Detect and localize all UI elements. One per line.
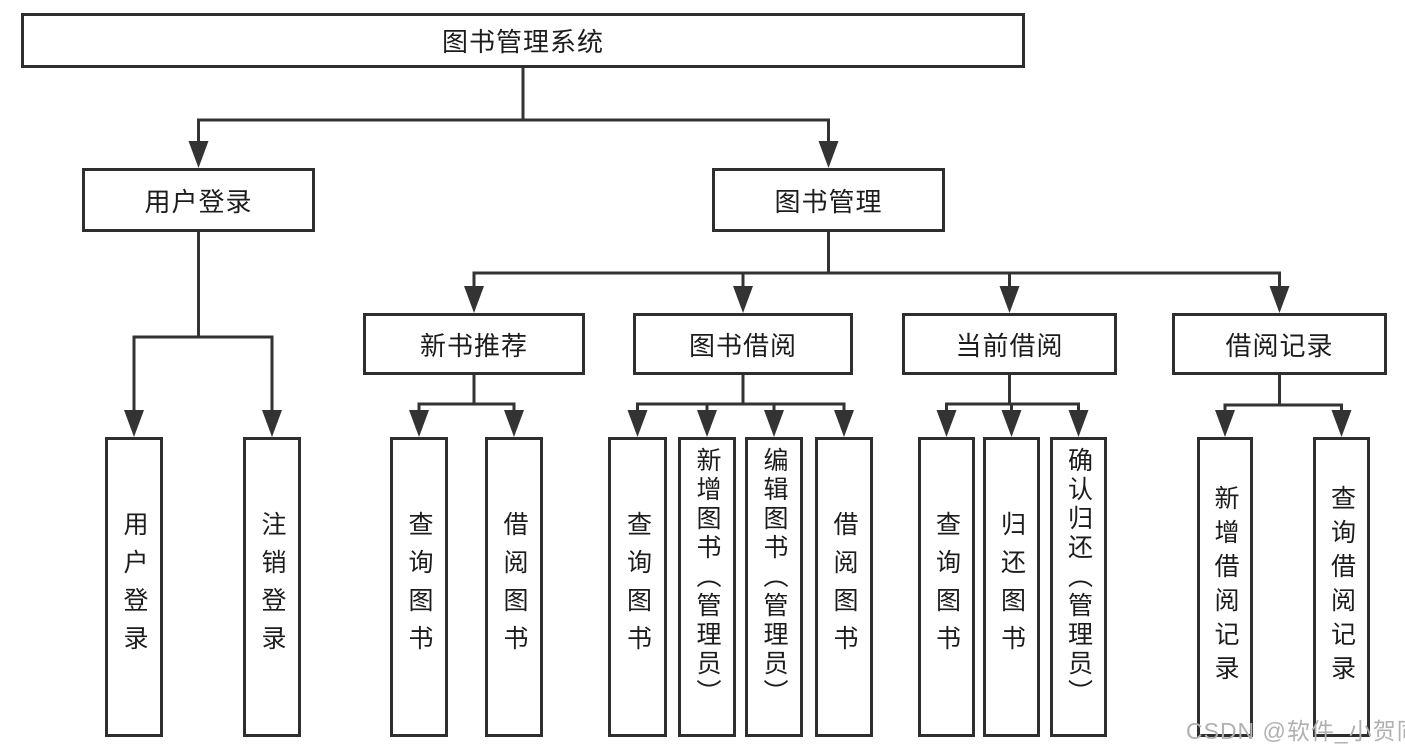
node-label: 编辑图书（管理员） — [760, 447, 788, 708]
node-logout-leaf: 注销登录 — [243, 437, 301, 737]
node-label: 新增图书（管理员） — [693, 447, 721, 708]
arrowhead-icon — [733, 286, 753, 313]
arrowhead-icon — [936, 410, 957, 437]
node-label: 图书管理系统 — [441, 27, 604, 57]
node-bb-edit: 编辑图书（管理员） — [745, 437, 803, 737]
arrowhead-icon — [1001, 410, 1022, 437]
node-label: 归还图书 — [997, 511, 1026, 663]
node-label: 借阅图书 — [830, 511, 858, 663]
node-new-book-rec: 新书推荐 — [363, 313, 585, 375]
node-label: 图书借阅 — [688, 330, 797, 361]
node-root: 图书管理系统 — [21, 13, 1025, 68]
node-bb-borrow: 借阅图书 — [815, 437, 873, 737]
node-label: 图书管理 — [774, 186, 883, 217]
arrowhead-icon — [834, 410, 854, 437]
arrowhead-icon — [504, 410, 524, 437]
arrowhead-icon — [764, 410, 784, 437]
arrowhead-icon — [627, 410, 648, 437]
node-label: 确认归还（管理员） — [1064, 447, 1093, 708]
arrowhead-icon — [124, 410, 144, 437]
node-br-query: 查询借阅记录 — [1313, 437, 1370, 737]
node-cb-confirm: 确认归还（管理员） — [1050, 437, 1107, 737]
node-label: 借阅图书 — [500, 511, 528, 663]
node-bb-add: 新增图书（管理员） — [678, 437, 736, 737]
arrowhead-icon — [697, 410, 717, 437]
node-label: 注销登录 — [258, 511, 286, 663]
node-label: 用户登录 — [144, 186, 253, 217]
node-label: 查询图书 — [623, 511, 652, 663]
node-rec-query: 查询图书 — [390, 437, 448, 737]
node-label: 用户登录 — [120, 511, 148, 663]
node-label: 新书推荐 — [419, 330, 528, 361]
node-book-borrow: 图书借阅 — [633, 313, 853, 375]
arrowhead-icon — [188, 141, 209, 168]
node-borrow-records: 借阅记录 — [1172, 313, 1387, 375]
arrowhead-icon — [409, 410, 429, 437]
node-label: 查询借阅记录 — [1327, 485, 1356, 689]
node-current-borrow: 当前借阅 — [902, 313, 1117, 375]
arrowhead-icon — [999, 286, 1020, 313]
node-label: 当前借阅 — [955, 330, 1064, 361]
node-br-add: 新增借阅记录 — [1197, 437, 1253, 737]
arrowhead-icon — [262, 410, 282, 437]
arrowhead-icon — [1068, 410, 1089, 437]
node-label: 查询图书 — [932, 511, 961, 663]
arrowhead-icon — [818, 141, 839, 168]
node-cb-return: 归还图书 — [983, 437, 1040, 737]
node-label: 查询图书 — [405, 511, 433, 663]
arrowhead-icon — [1215, 410, 1235, 437]
arrowhead-icon — [1331, 410, 1352, 437]
node-bb-query: 查询图书 — [608, 437, 667, 737]
node-label: 借阅记录 — [1225, 330, 1334, 361]
watermark: CSDN @软件_小贺同学 — [1186, 718, 1405, 744]
node-cb-query: 查询图书 — [918, 437, 975, 737]
node-label: 新增借阅记录 — [1211, 485, 1239, 689]
node-login-leaf: 用户登录 — [105, 437, 163, 737]
arrowhead-icon — [464, 286, 484, 313]
node-user-login: 用户登录 — [82, 168, 315, 232]
node-book-mgmt: 图书管理 — [712, 168, 945, 232]
node-rec-borrow: 借阅图书 — [485, 437, 543, 737]
arrowhead-icon — [1269, 286, 1290, 313]
